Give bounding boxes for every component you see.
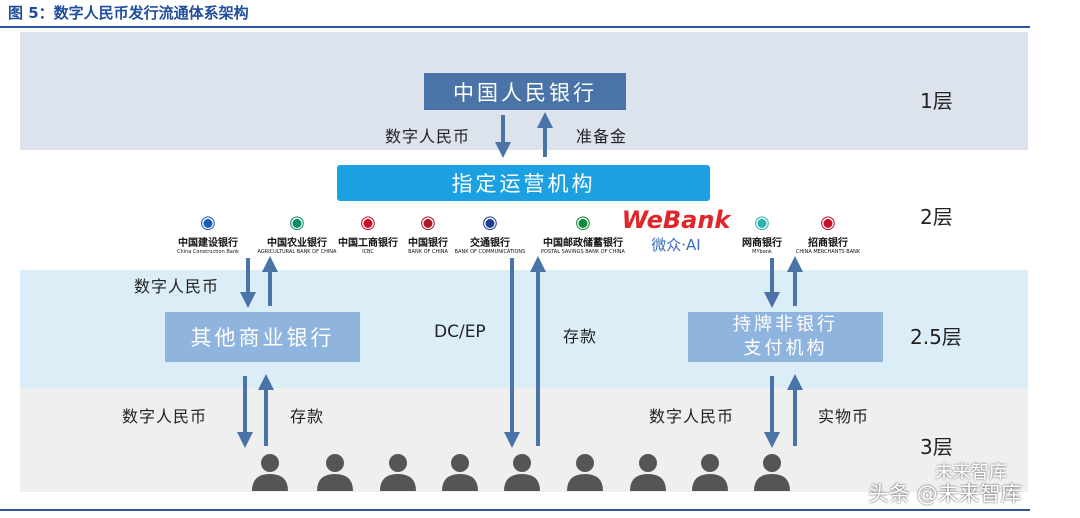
label-dcny: 数字人民币	[134, 277, 220, 296]
other-commercial-banks-box: 其他商业银行	[165, 312, 360, 362]
webank-wordmark: WeBank	[621, 206, 731, 234]
label-dcny: 数字人民币	[385, 127, 471, 146]
bank-emblem-icon: ◉	[482, 212, 498, 233]
bank-emblem-icon: ◉	[420, 212, 436, 233]
bank-english-name: AGRICULTURAL BANK OF CHINA	[257, 249, 337, 255]
nonbank-line1: 持牌非银行	[733, 314, 838, 335]
user-icon	[315, 453, 355, 491]
layer-2-label: 2层	[920, 205, 953, 229]
bank-name: 网商银行	[742, 238, 782, 249]
bank-name: 交通银行	[470, 238, 510, 249]
label-deposit: 存款	[290, 407, 325, 426]
user-icon	[752, 453, 792, 491]
watermark-2: 头条 @未来智库	[868, 482, 1022, 506]
user-icon	[250, 453, 290, 491]
bank-emblem-icon: ◉	[575, 212, 591, 233]
bank-english-name: MYbank	[752, 249, 772, 255]
licensed-nonbank-payment-box: 持牌非银行 支付机构	[688, 312, 883, 362]
layer-3-label: 3层	[920, 435, 953, 459]
bank-emblem-icon: ◉	[820, 212, 836, 233]
label-dcny: 数字人民币	[649, 407, 735, 426]
bank-emblem-icon: ◉	[360, 212, 376, 233]
bank-name: 微众·AI	[651, 236, 701, 254]
label-dcny: 数字人民币	[122, 407, 208, 426]
bank-english-name: BANK OF COMMUNICATIONS	[454, 249, 526, 255]
user-icon	[440, 453, 480, 491]
bank-name: 中国农业银行	[267, 238, 327, 249]
label-dcep: DC/EP	[434, 322, 486, 342]
label-physical-cash: 实物币	[818, 407, 870, 426]
nonbank-line2: 支付机构	[743, 338, 828, 359]
bank-english-name: POSTAL SAVINGS BANK OF CHINA	[541, 249, 625, 255]
top-rule	[0, 26, 1030, 28]
layer-1-label: 1层	[920, 89, 953, 113]
pboc-box: 中国人民银行	[424, 73, 626, 110]
user-icon	[378, 453, 418, 491]
bank-emblem-icon: ◉	[754, 212, 770, 233]
bank-english-name: ICBC	[362, 249, 374, 255]
bank-name: 中国建设银行	[178, 238, 238, 249]
bank-name: 中国银行	[408, 238, 448, 249]
designated-operator-box: 指定运营机构	[337, 165, 710, 201]
figure-title: 图 5：数字人民币发行流通体系架构	[8, 4, 249, 22]
watermark-1: 未来智库	[935, 462, 1007, 483]
bank-logo: WeBank 微众·AI	[621, 206, 731, 255]
bank-emblem-icon: ◉	[289, 212, 305, 233]
user-icon	[690, 453, 730, 491]
bank-english-name: CHINA MERCHANTS BANK	[795, 249, 861, 255]
bank-name: 中国工商银行	[338, 238, 398, 249]
user-icon	[502, 453, 542, 491]
label-deposit: 存款	[563, 327, 598, 346]
bank-emblem-icon: ◉	[200, 212, 216, 233]
bank-english-name: China Construction Bank	[177, 249, 239, 255]
bank-english-name: BANK OF CHINA	[408, 249, 448, 255]
bank-name: 中国邮政储蓄银行	[543, 238, 623, 249]
label-reserve: 准备金	[576, 127, 628, 146]
layer-25-label: 2.5层	[910, 325, 962, 349]
user-icon	[565, 453, 605, 491]
bank-name: 招商银行	[808, 238, 848, 249]
user-icon	[628, 453, 668, 491]
bottom-rule	[0, 509, 1030, 511]
